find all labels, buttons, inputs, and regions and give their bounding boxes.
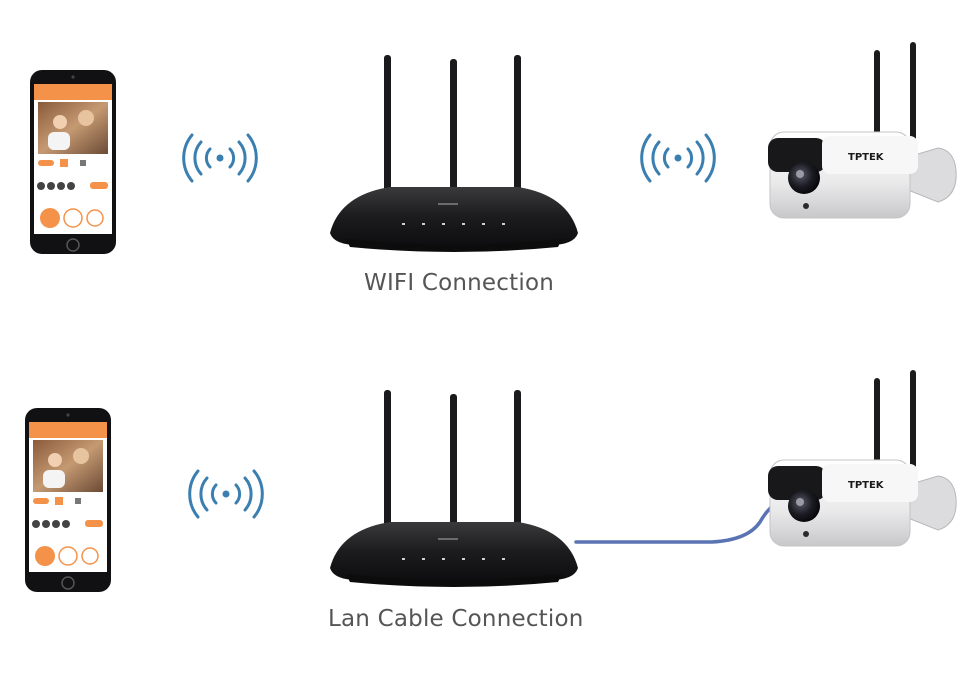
router-icon bbox=[330, 55, 578, 252]
camera-brand-logo: TPTEK bbox=[848, 480, 885, 491]
camera-brand-logo: TPTEK bbox=[848, 152, 885, 163]
smartphone-icon bbox=[30, 70, 116, 254]
router-icon bbox=[330, 390, 578, 587]
wifi-signal-icon bbox=[640, 133, 716, 183]
lan-cable-connection-caption: Lan Cable Connection bbox=[328, 606, 584, 632]
lan-cable-icon bbox=[574, 500, 780, 544]
wifi-signal-icon bbox=[188, 469, 264, 519]
wifi-connection-caption: WIFI Connection bbox=[364, 270, 554, 296]
smartphone-icon bbox=[25, 408, 111, 592]
ip-camera-icon: TPTEK bbox=[768, 370, 957, 547]
wifi-signal-icon bbox=[182, 133, 258, 183]
ip-camera-icon: TPTEK bbox=[768, 42, 957, 219]
